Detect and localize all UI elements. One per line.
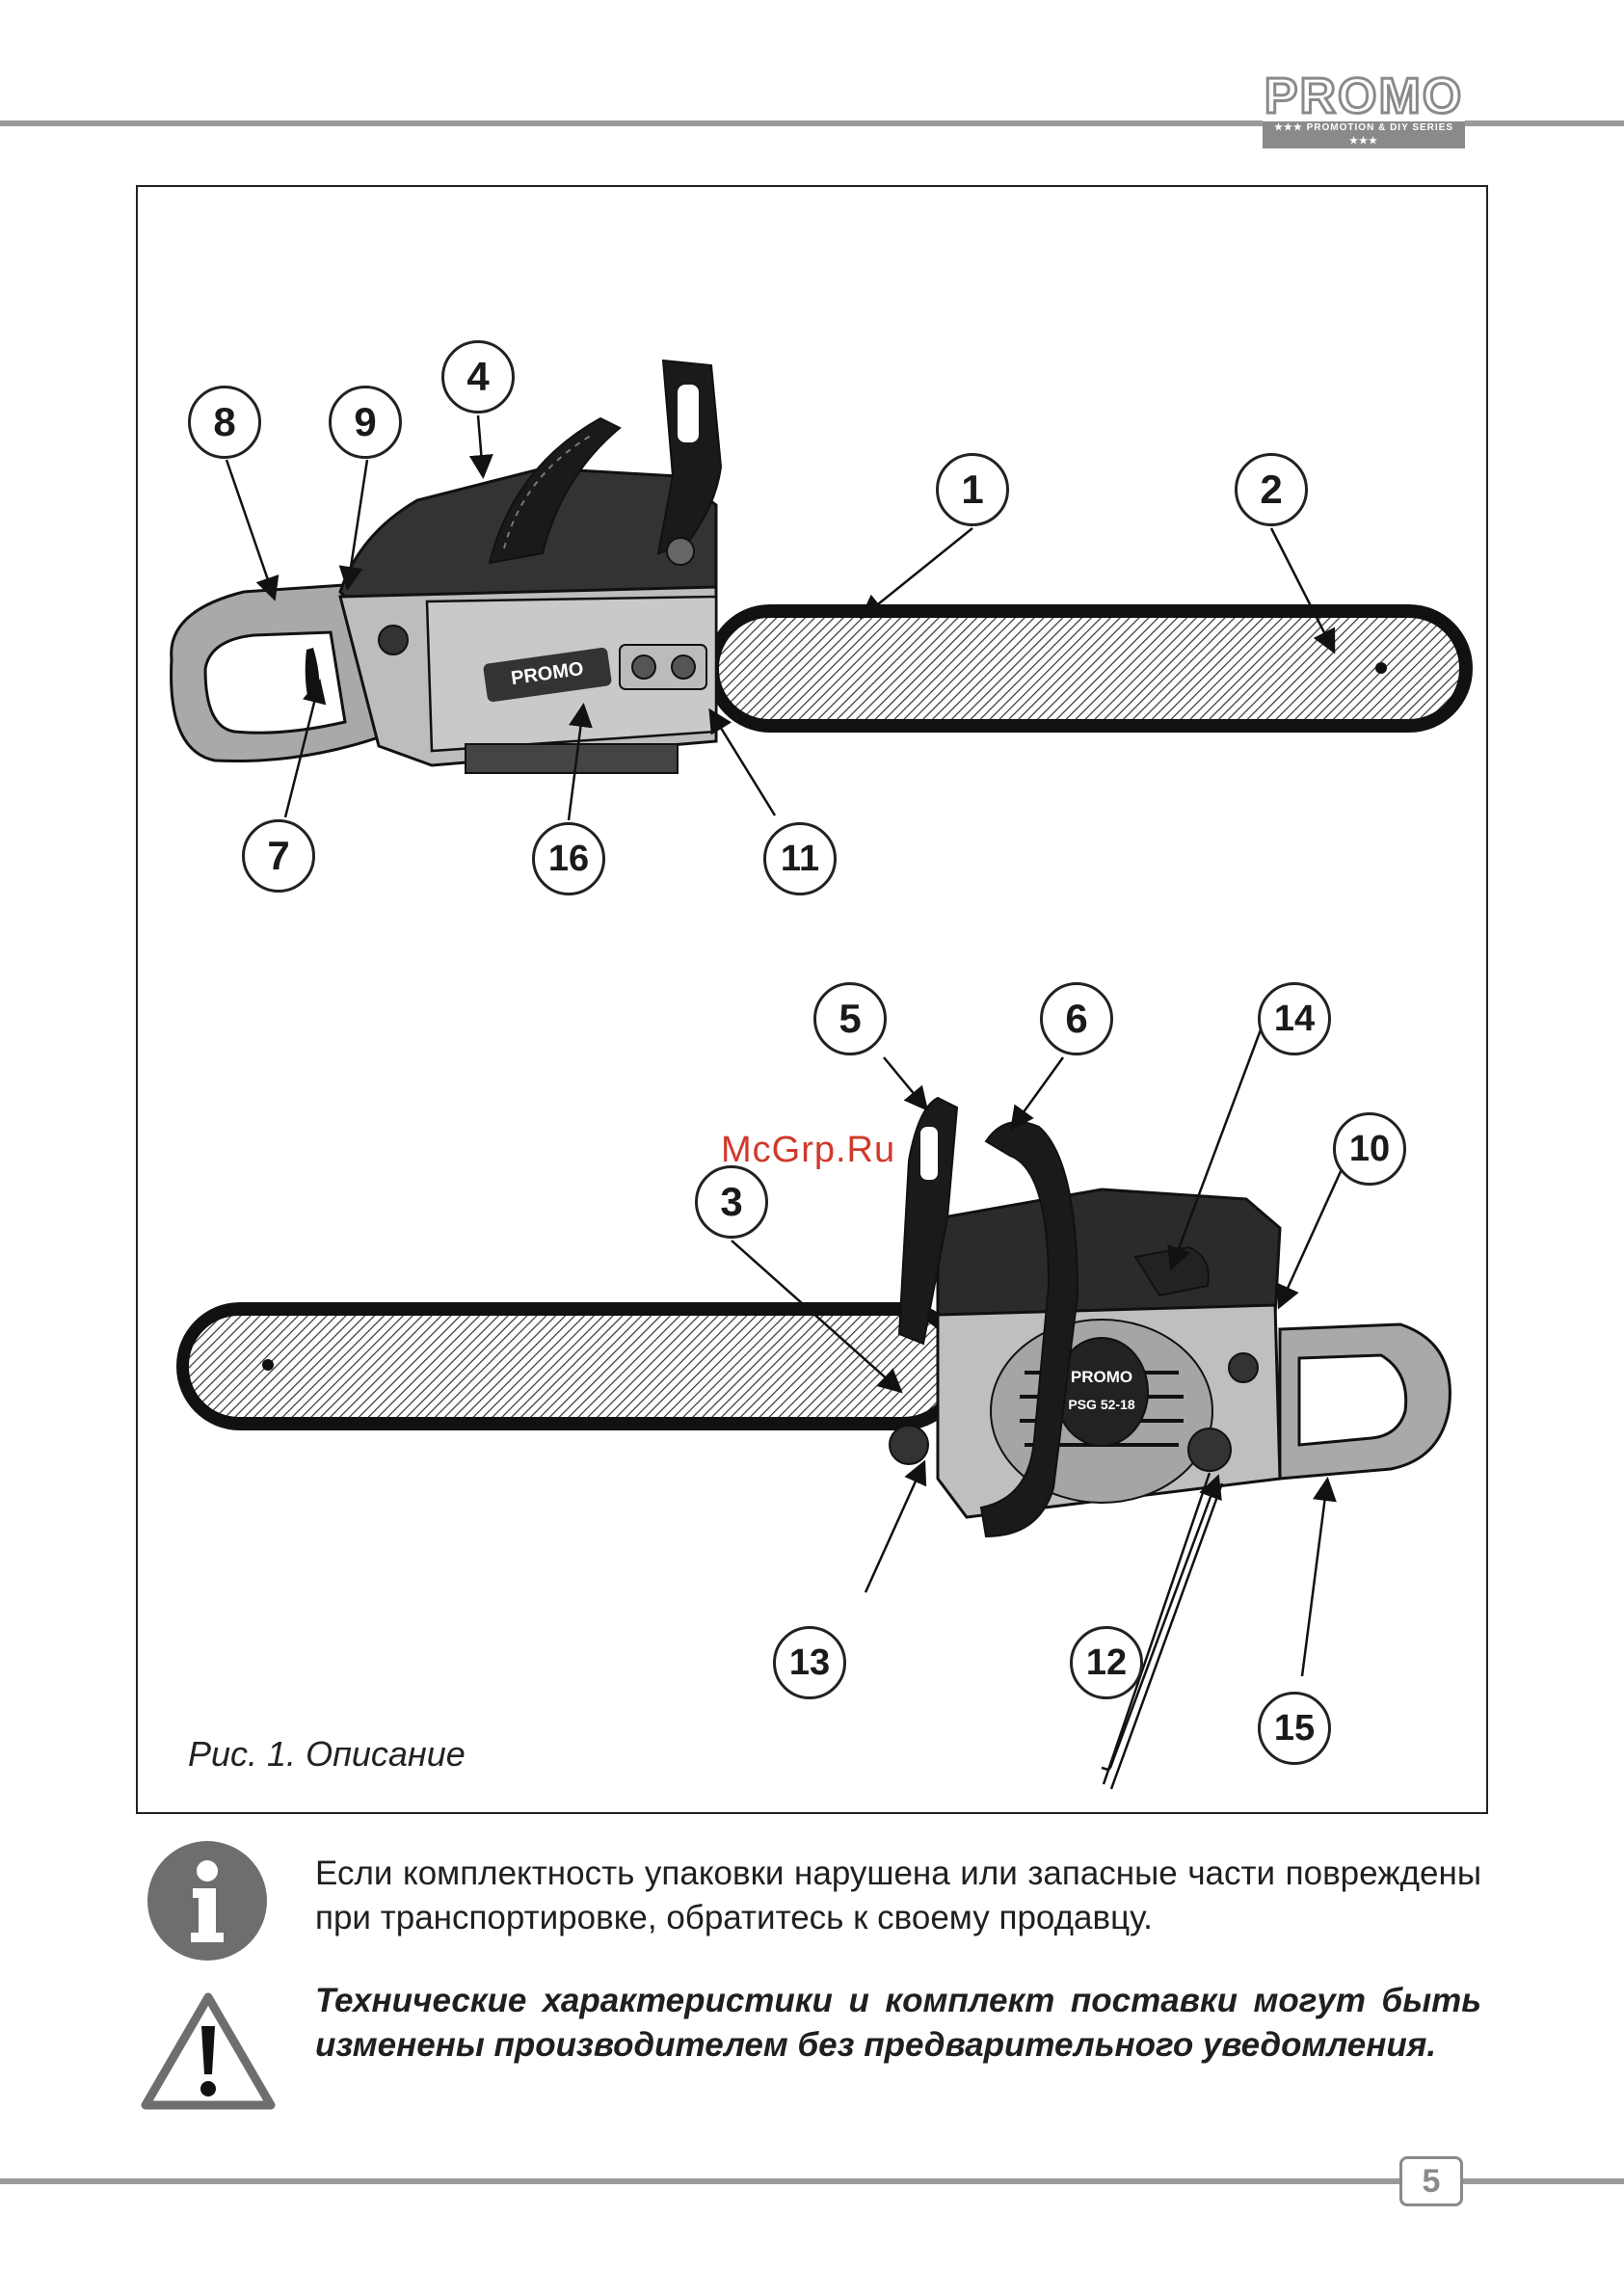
brand-logo-tagline: ★★★ PROMOTION & DIY SERIES ★★★ [1263, 121, 1465, 148]
callout-3: 3 [695, 1165, 768, 1239]
footer-rule [0, 2178, 1624, 2184]
chainsaw-illustration: PROMO [170, 359, 1473, 1790]
callout-1: 1 [936, 453, 1009, 526]
top-chainsaw: PROMO [170, 359, 1473, 774]
bottom-chain-brake [897, 1096, 959, 1346]
callout-12: 12 [1070, 1626, 1143, 1699]
info-icon [146, 1840, 268, 1962]
bottom-rear-knob [1187, 1428, 1232, 1472]
warning-icon [140, 1991, 277, 2111]
callout-8: 8 [188, 386, 261, 459]
top-saw-logo-plate [483, 647, 612, 703]
top-lower-block [465, 743, 679, 774]
bottom-guide-bar [187, 1314, 955, 1419]
top-bar-nose-rivet [1375, 662, 1387, 674]
callout-5: 5 [813, 982, 887, 1055]
bottom-side-knob [1228, 1352, 1259, 1383]
header-rule [0, 120, 1624, 126]
brand-logo: PROMO ★★★ PROMOTION & DIY SERIES ★★★ [1263, 68, 1465, 148]
callout-7: 7 [242, 819, 315, 893]
warning-note-text: Технические характеристики и комплект по… [315, 1982, 1481, 2064]
callout-leaders [225, 414, 1348, 1790]
callout-6: 6 [1040, 982, 1113, 1055]
callout-16: 16 [532, 822, 605, 895]
figure-frame: PROMO [136, 185, 1488, 1814]
bottom-saw-logo: PROMO [1071, 1368, 1132, 1386]
top-front-handle [488, 416, 622, 565]
callout-10: 10 [1333, 1112, 1406, 1186]
callout-2: 2 [1235, 453, 1308, 526]
top-guide-bar [717, 616, 1461, 721]
callout-4: 4 [441, 340, 515, 414]
top-side-knob [378, 625, 409, 655]
bottom-front-knob [889, 1425, 929, 1465]
brand-logo-text: PROMO [1263, 68, 1464, 124]
callout-11: 11 [763, 822, 837, 895]
bottom-front-handle [979, 1121, 1079, 1538]
bottom-chainsaw: PROMO PSG 52-18 [176, 1096, 1451, 1538]
bottom-saw-model: PSG 52-18 [1068, 1397, 1134, 1412]
figure-caption: Рис. 1. Описание [188, 1734, 466, 1774]
callout-15: 15 [1258, 1692, 1331, 1765]
callout-13: 13 [773, 1626, 846, 1699]
callout-14: 14 [1258, 982, 1331, 1055]
callout-9: 9 [329, 386, 402, 459]
watermark: McGrp.Ru [721, 1130, 896, 1170]
bottom-engine-cover [936, 1188, 1282, 1317]
page-number: 5 [1399, 2156, 1463, 2206]
info-note-text: Если комплектность упаковки нарушена или… [315, 1855, 1481, 1936]
